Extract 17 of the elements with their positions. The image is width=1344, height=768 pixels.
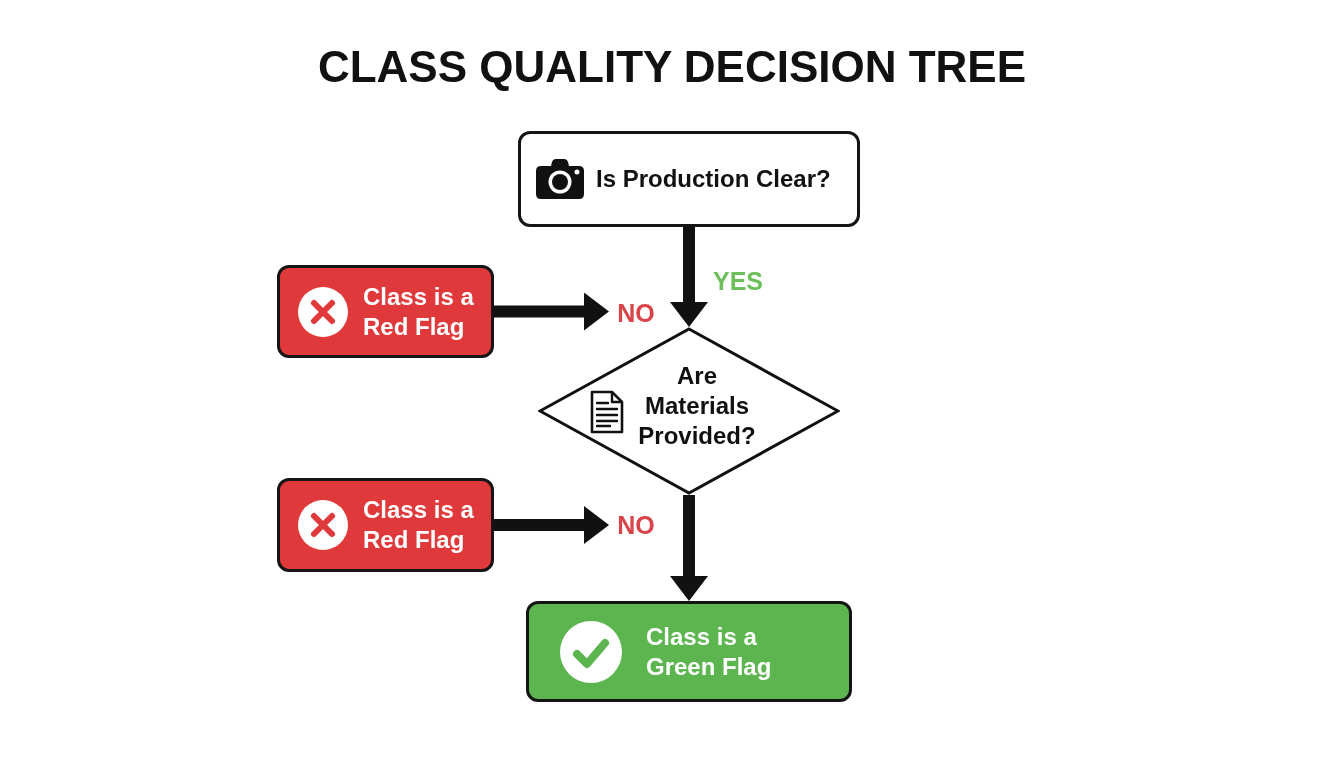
decision-diamond xyxy=(538,327,840,495)
diagram-title: CLASS QUALITY DECISION TREE xyxy=(316,41,1028,93)
question-text: Is Production Clear? xyxy=(596,164,832,194)
outcome-box xyxy=(277,265,494,358)
question-box xyxy=(518,131,860,227)
arrow xyxy=(494,292,609,331)
arrow xyxy=(670,495,708,601)
outcome-text: Class is a Red Flag xyxy=(363,495,475,555)
outcome-box xyxy=(526,601,852,702)
outcome-box xyxy=(277,478,494,572)
branch-label: NO xyxy=(609,296,663,330)
question-text: Are Materials Provided? xyxy=(637,361,757,451)
arrow xyxy=(494,506,609,544)
outcome-text: Class is a Red Flag xyxy=(363,281,475,342)
arrow xyxy=(670,227,708,327)
branch-label: NO xyxy=(609,508,663,542)
outcome-text: Class is a Green Flag xyxy=(646,621,773,682)
